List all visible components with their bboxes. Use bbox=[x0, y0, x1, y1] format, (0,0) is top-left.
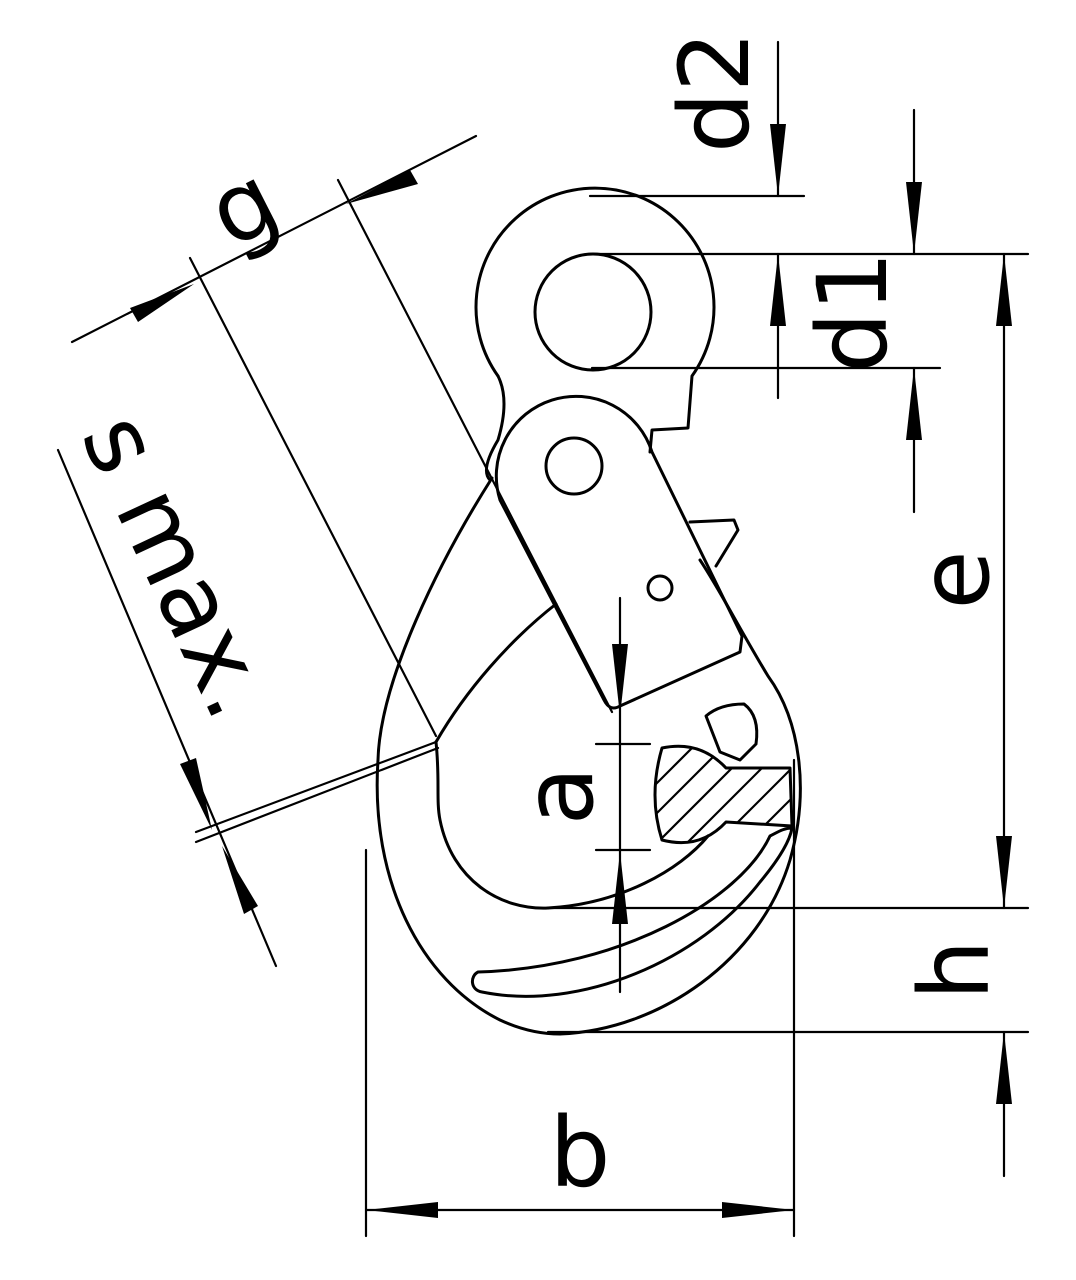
label-h: h bbox=[899, 940, 1011, 1001]
label-d2: d2 bbox=[659, 31, 771, 153]
arrowhead bbox=[906, 368, 922, 440]
label-a: a bbox=[503, 767, 615, 826]
arrowhead bbox=[366, 1202, 438, 1218]
label-g: g bbox=[190, 143, 295, 270]
label-d1: d1 bbox=[797, 251, 909, 373]
arrowhead bbox=[180, 758, 212, 830]
arrowhead bbox=[770, 124, 786, 196]
hook-outline bbox=[375, 186, 802, 1036]
label-s-max: s max. bbox=[59, 397, 296, 735]
eye-hole-circle bbox=[533, 252, 653, 372]
arrowhead bbox=[906, 182, 922, 254]
latch-pivot-hole bbox=[544, 436, 604, 496]
latch-spring-hole bbox=[646, 574, 674, 602]
arrowhead bbox=[770, 254, 786, 326]
dimension-arrowheads bbox=[130, 124, 1012, 1218]
arrowhead bbox=[612, 852, 628, 924]
arrowhead bbox=[346, 170, 418, 204]
arrowhead bbox=[222, 846, 258, 914]
arrowhead bbox=[996, 254, 1012, 326]
arrowhead bbox=[612, 644, 628, 716]
label-b: b bbox=[550, 1097, 611, 1209]
label-e: e bbox=[899, 550, 1011, 609]
arrowhead bbox=[130, 284, 194, 322]
arrowhead bbox=[722, 1202, 794, 1218]
arrowhead bbox=[996, 836, 1012, 908]
arrowhead bbox=[996, 1032, 1012, 1104]
